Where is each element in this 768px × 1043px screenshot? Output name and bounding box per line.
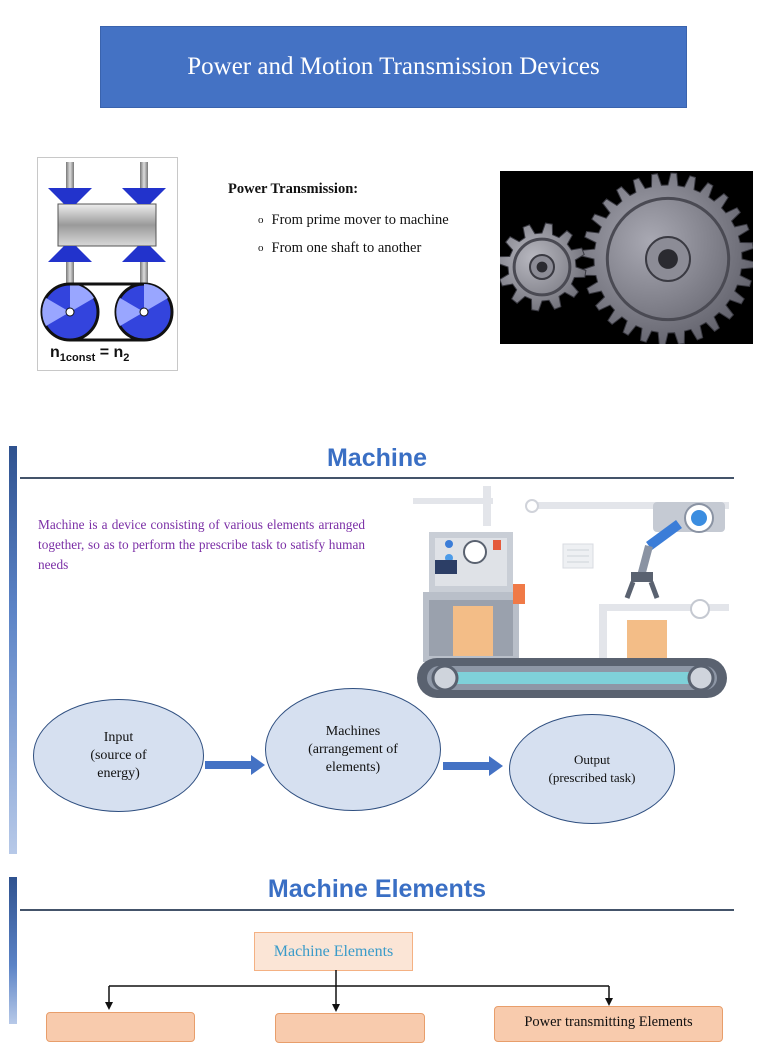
small-gear-hole — [536, 261, 548, 273]
machine-definition: Machine is a device consisting of variou… — [38, 517, 365, 572]
arrow-right-icon — [443, 756, 503, 776]
conveyor-robot-illustration — [413, 486, 729, 698]
pulley-illustration — [40, 162, 174, 342]
factory-conveyor-illustration — [413, 480, 735, 702]
machine-elements-child-box — [46, 1012, 195, 1042]
gears-image — [500, 171, 753, 344]
arrow-right-icon — [205, 755, 265, 775]
slide-accent-bar — [9, 877, 17, 1024]
section-title-machine: Machine — [326, 444, 428, 472]
pulley-formula: n1const = n2 — [50, 344, 130, 365]
power-transmission-heading: Power Transmission: — [228, 181, 359, 197]
small-gear-rim — [512, 237, 572, 297]
bullet-icon: o — [258, 242, 264, 254]
flow-input-text: Input (source of energy) — [90, 729, 147, 781]
large-gear-hole — [658, 249, 678, 269]
slide-accent-bar — [9, 446, 17, 854]
power-transmitting-elements-box: Power transmitting Elements — [494, 1006, 723, 1042]
flow-output-ellipse: Output (prescribed task) — [509, 714, 675, 824]
large-gear-rim — [605, 196, 731, 322]
flow-input-ellipse: Input (source of energy) — [33, 699, 204, 812]
machine-elements-root-box: Machine Elements — [254, 932, 413, 971]
slide-title-bar: Power and Motion Transmission Devices — [100, 26, 687, 108]
flow-machines-text: Machines (arrangement of elements) — [308, 723, 398, 775]
gears-illustration — [500, 172, 753, 344]
flow-output-text: Output (prescribed task) — [548, 752, 636, 785]
list-item: o From one shaft to another — [258, 238, 449, 266]
bullet-icon: o — [258, 214, 264, 226]
title-divider — [20, 477, 734, 479]
tree-connectors — [105, 970, 613, 1012]
flow-machines-ellipse: Machines (arrangement of elements) — [265, 688, 441, 811]
list-item: o From prime mover to machine — [258, 210, 449, 238]
arrow-down-icon — [332, 1004, 340, 1012]
slide-title: Power and Motion Transmission Devices — [187, 53, 600, 80]
arrow-down-icon — [605, 998, 613, 1006]
machine-elements-child-box — [275, 1013, 425, 1043]
pulley-diagram: n1const = n2 — [37, 157, 178, 371]
title-divider — [20, 909, 734, 911]
section-title-machine-elements: Machine Elements — [267, 875, 487, 903]
power-transmission-list: o From prime mover to machine o From one… — [258, 210, 449, 266]
arrow-down-icon — [105, 1002, 113, 1010]
